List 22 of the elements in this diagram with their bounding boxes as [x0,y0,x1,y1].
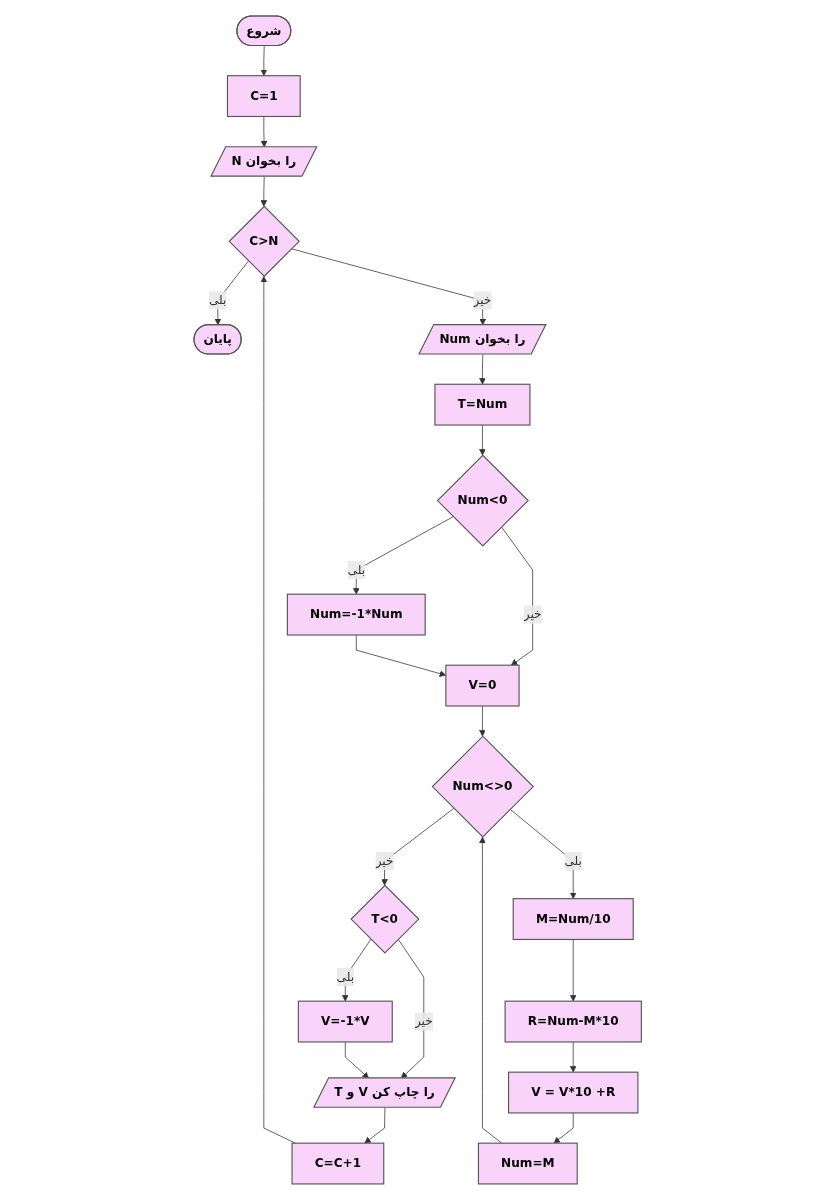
node-box: R=Num-M*10 [504,1000,642,1043]
node-diamond: C>N [228,205,300,278]
node-diamond: T<0 [350,884,420,954]
node-box: V = V*10 +R [507,1071,639,1114]
node-box: T=Num [434,383,531,426]
node-box: C=1 [226,75,301,118]
edge-label: خیر [473,292,492,308]
node-box: V=0 [445,664,520,707]
edge-label: بلی [208,292,227,308]
node-box: Num=-1*Num [286,593,426,636]
node-diamond: Num<0 [436,454,529,547]
node-diamond: Num<>0 [431,735,534,838]
node-box: Num=M [477,1142,578,1185]
edge-label: بلی [347,562,365,577]
node-box: C=C+1 [291,1142,385,1185]
edge-label: بلی [336,969,354,984]
edge-label: خیر [375,853,394,868]
node-box: M=Num/10 [512,898,634,940]
node-box: V=-1*V [297,1000,393,1043]
edge-label: بلی [564,853,582,868]
edge-label: خیر [414,1014,433,1029]
edge-label: خیر [523,607,542,622]
